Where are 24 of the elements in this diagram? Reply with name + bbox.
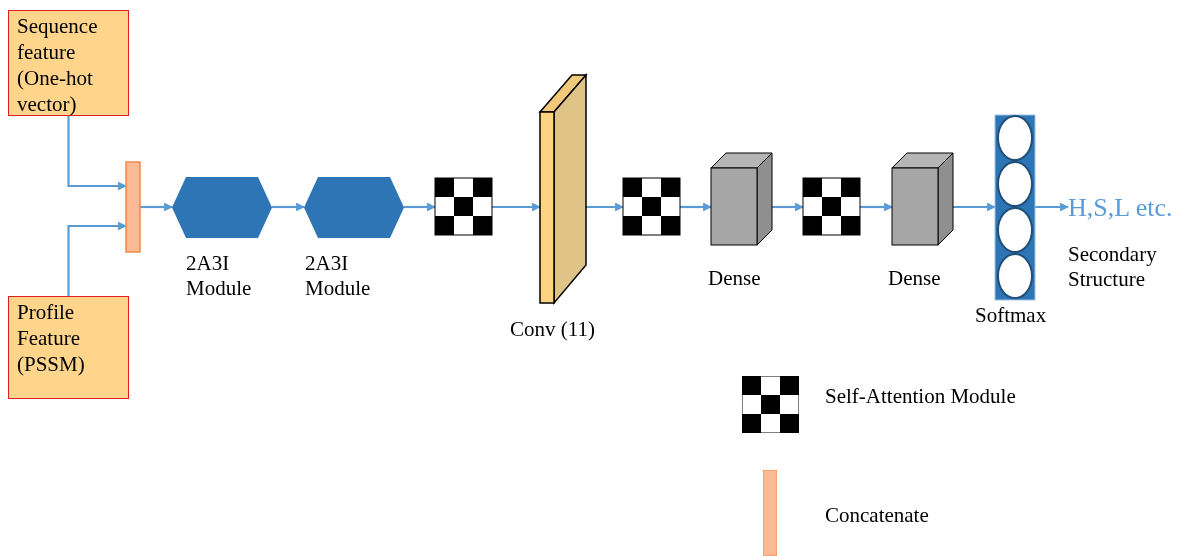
feature-box: Sequence feature (One-hot vector): [8, 10, 129, 116]
layer-label: Dense: [708, 266, 761, 291]
arrow: [140, 202, 173, 212]
arrow: [67, 116, 127, 191]
arrow: [1035, 202, 1069, 212]
legend-label: Concatenate: [825, 503, 929, 528]
arrow: [772, 202, 804, 212]
layer-label: Secondary Structure: [1068, 242, 1158, 292]
arrow: [680, 202, 712, 212]
arrow: [404, 202, 436, 212]
layer-label: 2A3I Module: [186, 251, 253, 301]
layer-label: Softmax: [975, 303, 1047, 328]
arrow: [492, 202, 541, 212]
arrow: [67, 221, 127, 296]
legend-label: Self-Attention Module: [825, 384, 1016, 409]
arrow: [586, 202, 624, 212]
feature-box: Profile Feature (PSSM): [8, 296, 129, 399]
output-label: H,S,L etc.: [1068, 192, 1174, 224]
arrow: [953, 202, 996, 212]
layer-label: Dense: [888, 266, 941, 291]
layer-label: 2A3I Module: [305, 251, 372, 301]
arrow: [272, 202, 305, 212]
arrow: [860, 202, 893, 212]
layer-label: Conv (11): [510, 317, 595, 342]
